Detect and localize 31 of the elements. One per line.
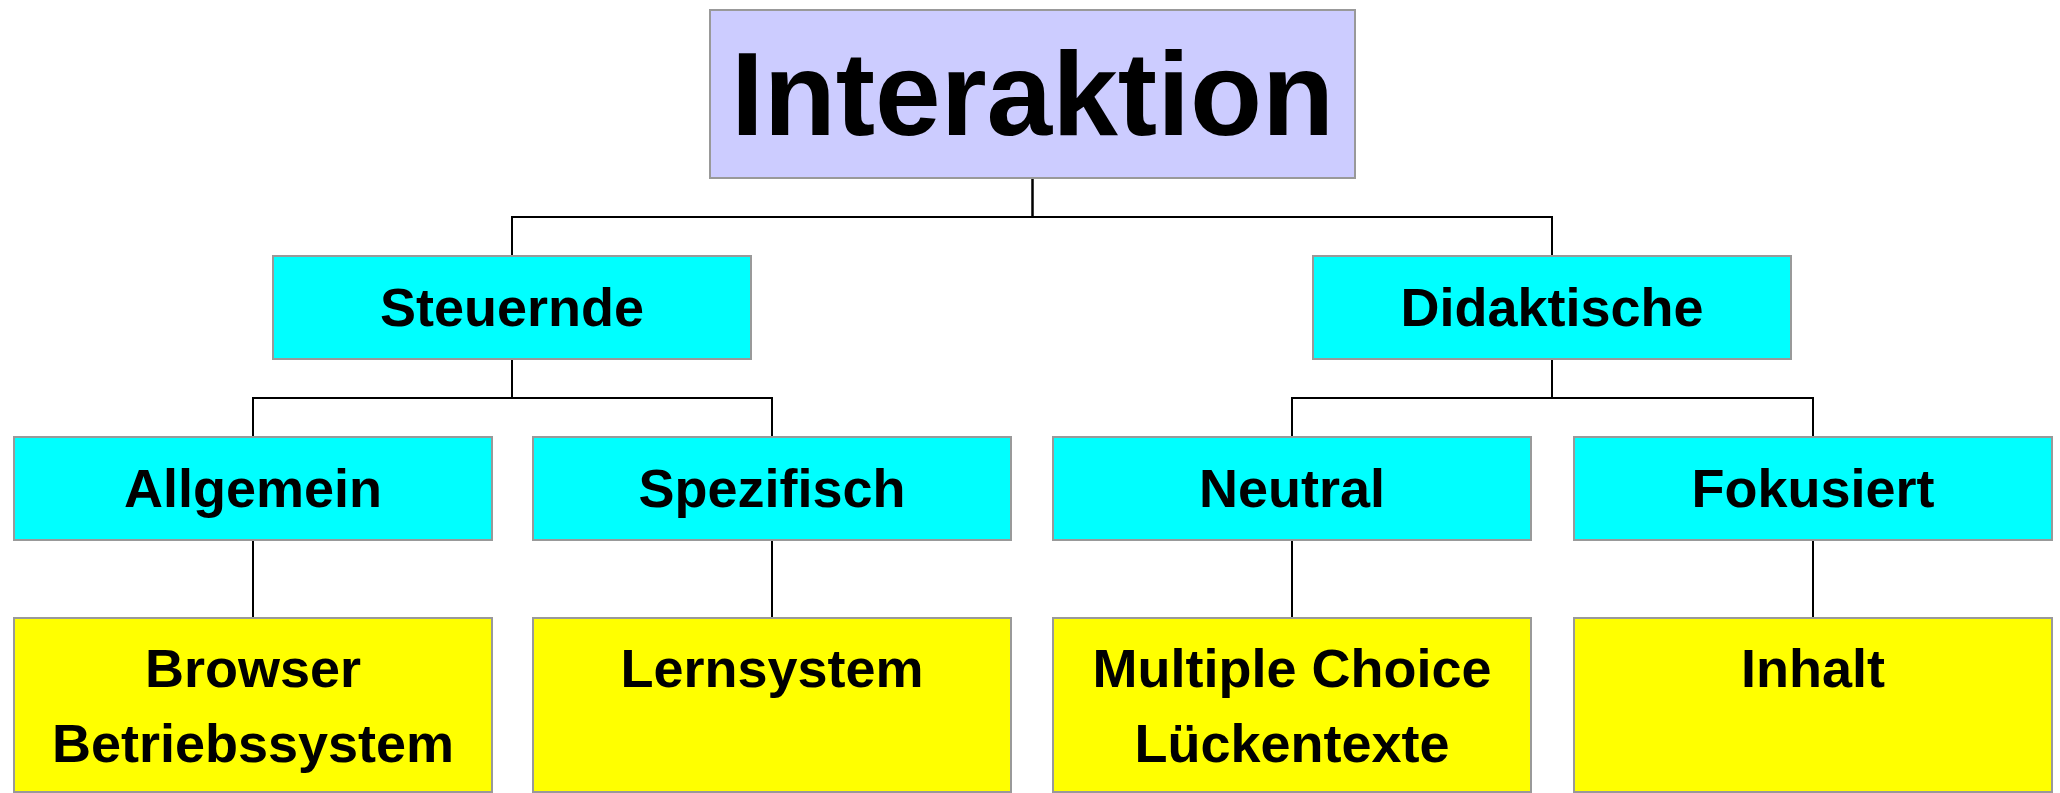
connector-line <box>1551 359 1814 437</box>
category-box <box>532 436 1012 541</box>
node-label: Lernsystem <box>620 637 924 700</box>
node-label: Steuernde <box>379 276 645 340</box>
example-box <box>532 617 1012 793</box>
connector-line <box>252 540 254 618</box>
connector-line <box>511 359 773 437</box>
connector-line <box>1291 540 1293 618</box>
node-label: Fokusiert <box>1691 457 1935 521</box>
node-label: Betriebssystem <box>51 711 455 775</box>
example-box <box>1052 617 1532 793</box>
category-box <box>1052 436 1532 541</box>
category-box <box>1312 255 1792 360</box>
connector-line <box>1812 540 1814 618</box>
node-label: Browser <box>144 637 362 700</box>
node-label: Spezifisch <box>638 457 906 521</box>
category-box <box>272 255 752 360</box>
node-label: Interaktion <box>730 26 1335 162</box>
node-label: Allgemein <box>123 457 383 521</box>
node-label: Multiple Choice <box>1092 637 1492 700</box>
example-box <box>13 617 493 793</box>
category-box <box>13 436 493 541</box>
example-box <box>1573 617 2053 793</box>
title-box <box>709 9 1356 179</box>
node-label: Neutral <box>1198 457 1385 521</box>
node-label: Didaktische <box>1400 276 1704 340</box>
category-box <box>1573 436 2053 541</box>
node-label: Lückentexte <box>1134 711 1450 775</box>
connector-line <box>771 540 773 618</box>
node-label: Inhalt <box>1741 637 1885 700</box>
connector-line <box>1031 178 1553 256</box>
